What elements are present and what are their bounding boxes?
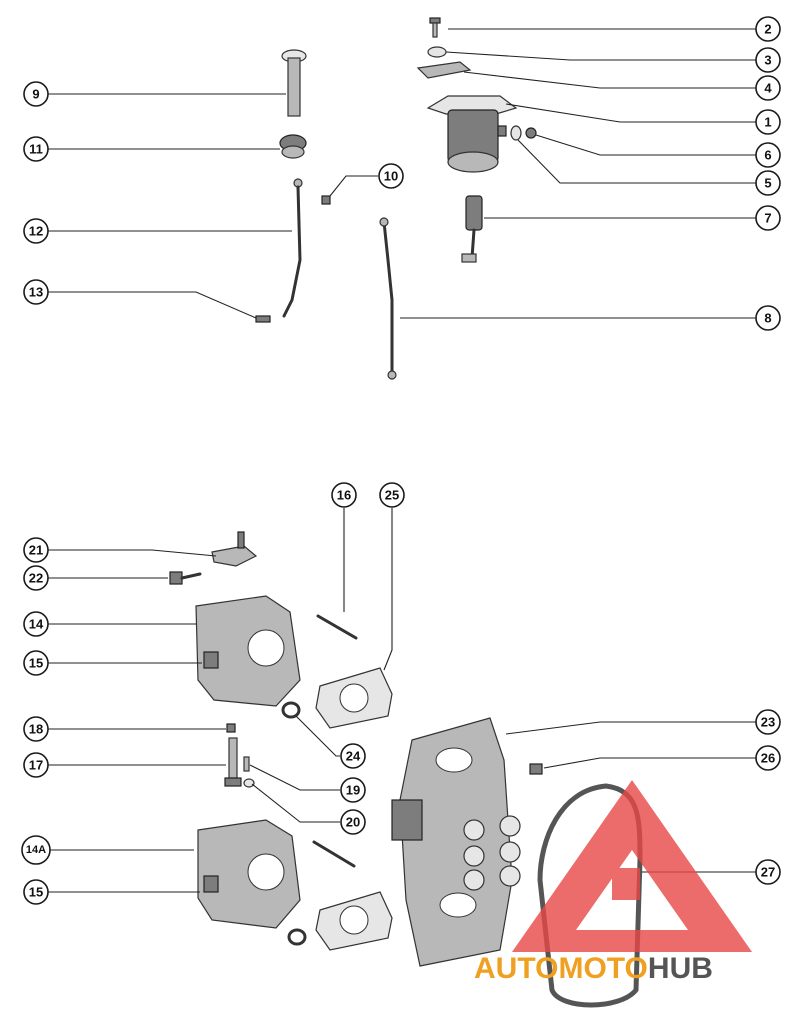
- svg-text:12: 12: [29, 224, 43, 239]
- solenoid-nut: [525, 127, 537, 139]
- callout-4: 4: [755, 75, 781, 101]
- callout-26: 26: [755, 745, 781, 771]
- callout-22: 22: [23, 565, 49, 591]
- solenoid-screw: [429, 17, 441, 38]
- callout-13: 13: [23, 279, 49, 305]
- callout-14A: 14A: [21, 835, 51, 865]
- callout-25: 25: [379, 482, 405, 508]
- adjust-screw: [169, 571, 202, 585]
- small-screw: [321, 195, 331, 205]
- svg-text:5: 5: [764, 176, 771, 191]
- svg-text:1: 1: [764, 115, 771, 130]
- svg-text:14: 14: [29, 617, 44, 632]
- callout-23: 23: [755, 709, 781, 735]
- svg-text:23: 23: [761, 715, 775, 730]
- svg-text:13: 13: [29, 285, 43, 300]
- o-ring-lower: [287, 928, 307, 946]
- callout-2: 2: [755, 16, 781, 42]
- callout-6: 6: [755, 142, 781, 168]
- svg-text:2: 2: [764, 22, 771, 37]
- flange-gasket-upper: [315, 667, 393, 729]
- svg-text:15: 15: [29, 885, 43, 900]
- solenoid-plunger: [461, 195, 483, 263]
- leader-lines: [48, 28, 756, 893]
- callout-8: 8: [755, 305, 781, 331]
- callout-1: 1: [755, 109, 781, 135]
- callout-20: 20: [340, 809, 366, 835]
- watermark-logo: [512, 780, 752, 952]
- ground-wire: [282, 178, 303, 318]
- svg-text:19: 19: [346, 783, 360, 798]
- watermark-moto: MOTO: [558, 952, 647, 985]
- callout-14: 14: [23, 611, 49, 637]
- svg-text:27: 27: [761, 865, 775, 880]
- svg-text:9: 9: [32, 87, 39, 102]
- watermark-text: AUTOMOTOHUB: [474, 952, 713, 985]
- callout-7: 7: [755, 205, 781, 231]
- solenoid-body: [426, 95, 518, 173]
- svg-text:7: 7: [764, 211, 771, 226]
- callout-18: 18: [23, 716, 49, 742]
- callout-27: 27: [755, 859, 781, 885]
- svg-text:17: 17: [29, 758, 43, 773]
- watermark-hub: HUB: [648, 952, 713, 985]
- callout-10: 10: [378, 163, 404, 189]
- solenoid-cable: [379, 217, 397, 380]
- callout-5: 5: [755, 170, 781, 196]
- svg-text:25: 25: [385, 488, 399, 503]
- svg-text:14A: 14A: [26, 844, 46, 856]
- svg-text:21: 21: [29, 543, 43, 558]
- callout-16: 16: [331, 482, 357, 508]
- svg-text:6: 6: [764, 148, 771, 163]
- carburetor-upper: [195, 595, 301, 707]
- svg-text:4: 4: [764, 81, 772, 96]
- flange-gasket-lower: [315, 891, 393, 951]
- o-ring-upper: [281, 701, 301, 719]
- needle-valve: [224, 737, 242, 787]
- callout-3: 3: [755, 47, 781, 73]
- throttle-bracket: [211, 531, 258, 567]
- svg-text:18: 18: [29, 722, 43, 737]
- grommet: [279, 134, 307, 159]
- solenoid-nut-washer: [510, 125, 522, 141]
- callout-15-lower: 15: [23, 879, 49, 905]
- long-bolt: [281, 49, 307, 117]
- svg-text:10: 10: [384, 169, 398, 184]
- watermark-auto: AUTO: [474, 952, 558, 985]
- mounting-stud: [316, 614, 358, 640]
- callout-17: 17: [23, 752, 49, 778]
- intake-manifold: [391, 717, 521, 967]
- needle-washer: [243, 778, 255, 788]
- callout-19: 19: [340, 777, 366, 803]
- svg-text:15: 15: [29, 656, 43, 671]
- svg-text:24: 24: [346, 749, 361, 764]
- svg-text:16: 16: [337, 488, 351, 503]
- callout-24: 24: [340, 743, 366, 769]
- callout-15-upper: 15: [23, 650, 49, 676]
- svg-text:22: 22: [29, 571, 43, 586]
- callout-11: 11: [23, 136, 49, 162]
- svg-text:3: 3: [764, 53, 771, 68]
- needle-screw: [243, 756, 250, 772]
- mounting-stud-lower: [312, 840, 356, 868]
- carburetor-lower: [197, 819, 301, 929]
- manifold-screw: [529, 763, 543, 775]
- callout-9: 9: [23, 81, 49, 107]
- solenoid-bracket: [416, 61, 472, 79]
- svg-text:20: 20: [346, 815, 360, 830]
- svg-text:26: 26: [761, 751, 775, 766]
- svg-text:11: 11: [29, 142, 43, 157]
- callout-12: 12: [23, 218, 49, 244]
- small-cap: [226, 723, 236, 733]
- ground-screw: [255, 315, 271, 323]
- svg-text:8: 8: [764, 311, 771, 326]
- solenoid-washer: [427, 46, 447, 58]
- callout-21: 21: [23, 537, 49, 563]
